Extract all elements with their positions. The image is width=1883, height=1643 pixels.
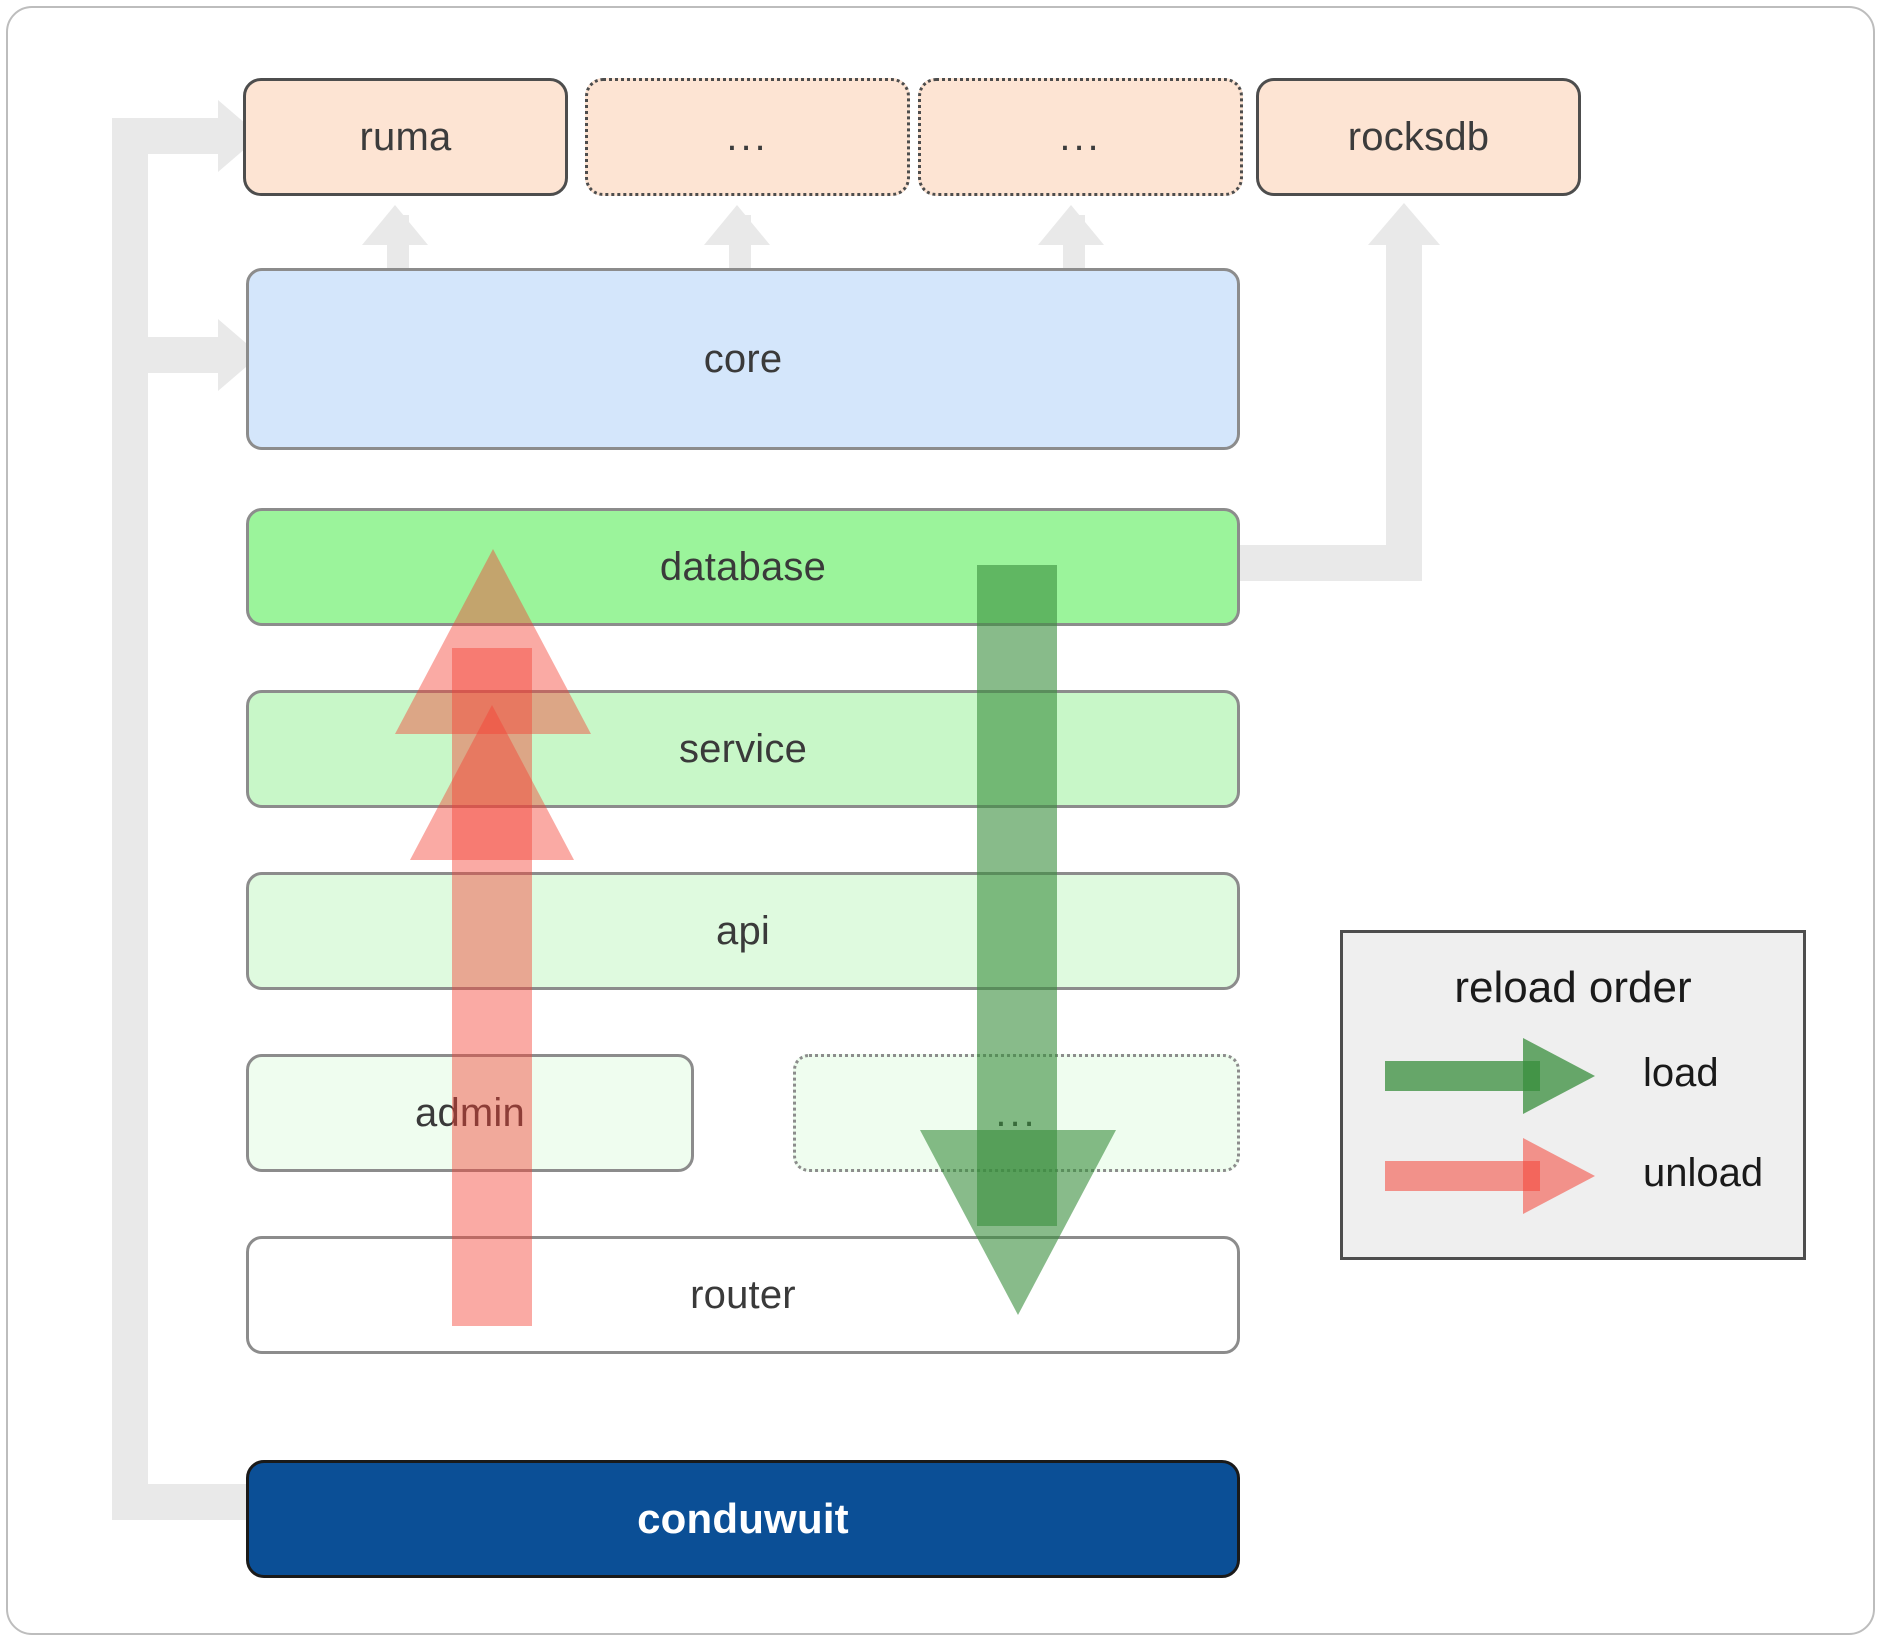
legend-load-label: load [1643,1051,1719,1095]
crate-label-database: database [659,544,827,589]
connector-database-to-rocksdb-vertical [1386,245,1422,581]
binary-label-conduwuit: conduwuit [637,1495,849,1542]
dependency-box-ruma[interactable]: ruma [243,78,568,196]
flow-arrow-load-shaft [977,565,1057,1226]
dependency-label-placeholder-1: ... [726,114,769,159]
crate-label-router: router [690,1272,796,1317]
binary-box-conduwuit[interactable]: conduwuit [246,1460,1240,1578]
legend-title: reload order [1454,963,1692,1012]
dependency-label-rocksdb: rocksdb [1347,114,1490,159]
crate-label-service: service [678,726,808,771]
legend-load-arrow-head [1523,1038,1595,1114]
connector-branch-to-ruma [112,118,222,154]
flow-arrow-load-head [920,1130,1116,1315]
connector-arrowhead-rocksdb [1368,203,1440,245]
connector-core-to-ruma-head [362,205,428,245]
dependency-box-placeholder-1[interactable]: ... [585,78,910,196]
crate-box-router[interactable]: router [246,1236,1240,1354]
legend-unload-arrow-shaft [1385,1161,1540,1191]
connector-core-to-dep3-head [1038,205,1104,245]
dependency-label-placeholder-2: ... [1059,114,1102,159]
diagram-frame [6,6,1875,1635]
connector-core-to-dep2-head [704,205,770,245]
dependency-label-ruma: ruma [359,114,452,159]
connector-branch-to-core [112,337,222,373]
legend-unload-label: unload [1643,1151,1764,1195]
legend-unload-arrow-head [1523,1138,1595,1214]
flow-arrow-unload-head-up [395,549,591,734]
dependency-box-rocksdb[interactable]: rocksdb [1256,78,1581,196]
crate-box-api[interactable]: api [246,872,1240,990]
crate-label-core: core [703,336,783,381]
connector-trunk-to-binary [112,1484,247,1520]
flow-arrow-unload-shaft [452,648,532,1326]
legend-load-arrow-shaft [1385,1061,1540,1091]
crate-box-core[interactable]: core [246,268,1240,450]
legend-panel: reload order load unload [1340,930,1806,1260]
dependency-box-placeholder-2[interactable]: ... [918,78,1243,196]
crate-label-api: api [716,908,770,953]
